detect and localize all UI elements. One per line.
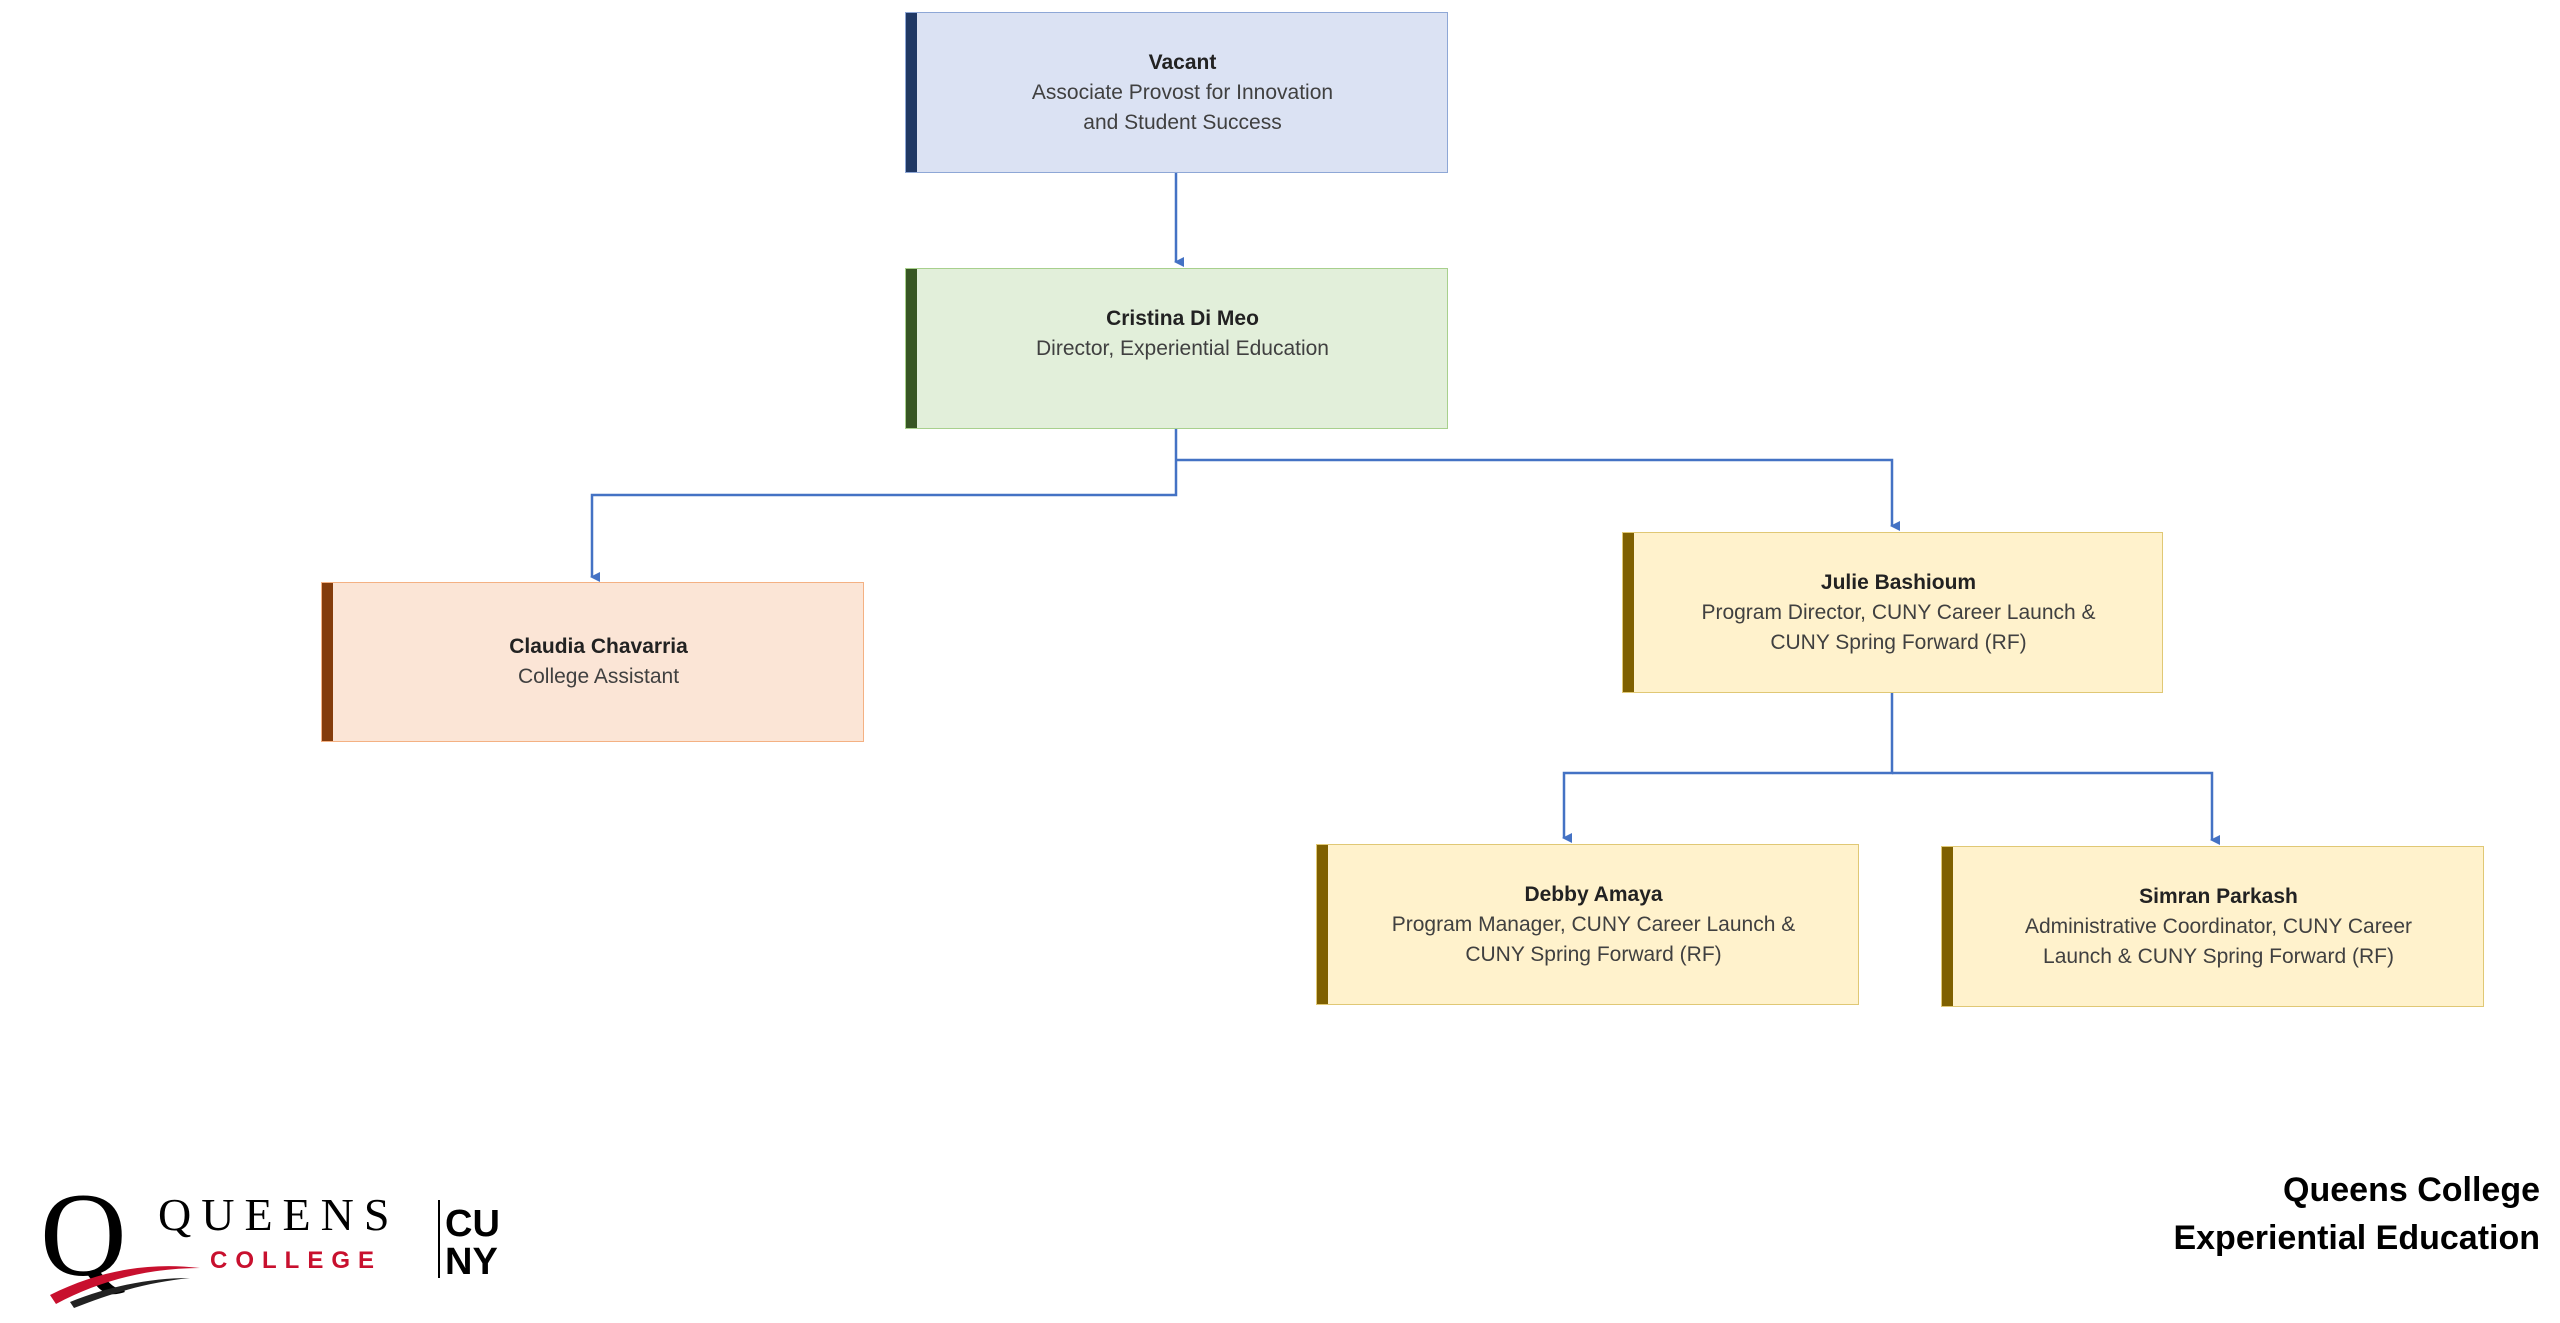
node-title: Director, Experiential Education	[1036, 336, 1329, 360]
node-accent-bar	[1623, 533, 1634, 692]
node-title: Program Manager, CUNY Career Launch &	[1391, 912, 1796, 936]
logo-swoosh-dark	[70, 1278, 190, 1308]
node-name: Cristina Di Meo	[1106, 306, 1259, 330]
node-accent-bar	[1317, 845, 1328, 1004]
footer-line-1: Queens College	[2283, 1171, 2540, 1209]
node-title: Administrative Coordinator, CUNY Career	[2024, 914, 2413, 938]
node-title: Associate Provost for Innovation	[1031, 80, 1334, 104]
node-name: Claudia Chavarria	[509, 635, 688, 658]
node-accent-bar	[906, 13, 917, 172]
node-name: Simran Parkash	[2139, 884, 2298, 908]
footer-line-2: Experiential Education	[2173, 1219, 2540, 1257]
connector-julie-simran	[1892, 771, 2220, 845]
logo-wordmark: QUEENS	[158, 1189, 399, 1240]
node-title: Launch & CUNY Spring Forward (RF)	[2043, 944, 2394, 968]
node-title: CUNY Spring Forward (RF)	[1770, 630, 2027, 654]
org-node-simran-parkash[interactable]: Simran Parkash Administrative Coordinato…	[1941, 846, 2484, 1007]
org-node-claudia-chavarria[interactable]: Claudia Chavarria College Assistant	[321, 582, 864, 742]
footer-title: Queens College Experiential Education	[2173, 1166, 2540, 1262]
logo-college-text-fill: COLLEGE	[210, 1247, 382, 1274]
logo-swoosh	[50, 1266, 200, 1304]
node-title: Program Director, CUNY Career Launch &	[1701, 600, 2096, 624]
org-node-vacant[interactable]: Vacant Associate Provost for Innovation …	[905, 12, 1448, 173]
node-accent-bar	[322, 583, 333, 741]
node-name: Julie Bashioum	[1820, 570, 1977, 594]
node-title: College Assistant	[517, 665, 680, 688]
node-title: and Student Success	[1083, 110, 1282, 134]
connector-julie-debby	[1562, 692, 1894, 843]
logo-divider	[438, 1200, 440, 1278]
org-node-cristina-di-meo[interactable]: Cristina Di Meo Director, Experiential E…	[905, 268, 1448, 429]
org-node-debby-amaya[interactable]: Debby Amaya Program Manager, CUNY Career…	[1316, 844, 1859, 1005]
connector-cristina-julie	[1176, 458, 1900, 531]
node-title: CUNY Spring Forward (RF)	[1465, 942, 1722, 966]
org-node-julie-bashioum[interactable]: Julie Bashioum Program Director, CUNY Ca…	[1622, 532, 2163, 693]
node-name: Debby Amaya	[1524, 882, 1663, 906]
connector-cristina-claudia	[590, 428, 1178, 582]
node-name: Vacant	[1148, 50, 1217, 74]
node-accent-bar	[906, 269, 917, 428]
logo-cuny-top: CU	[445, 1203, 500, 1245]
logo-cuny-bottom: NY	[445, 1241, 498, 1283]
queens-college-cuny-logo: Q QUEENS COLLEGE CU NY	[40, 1170, 500, 1308]
node-accent-bar	[1942, 847, 1953, 1006]
